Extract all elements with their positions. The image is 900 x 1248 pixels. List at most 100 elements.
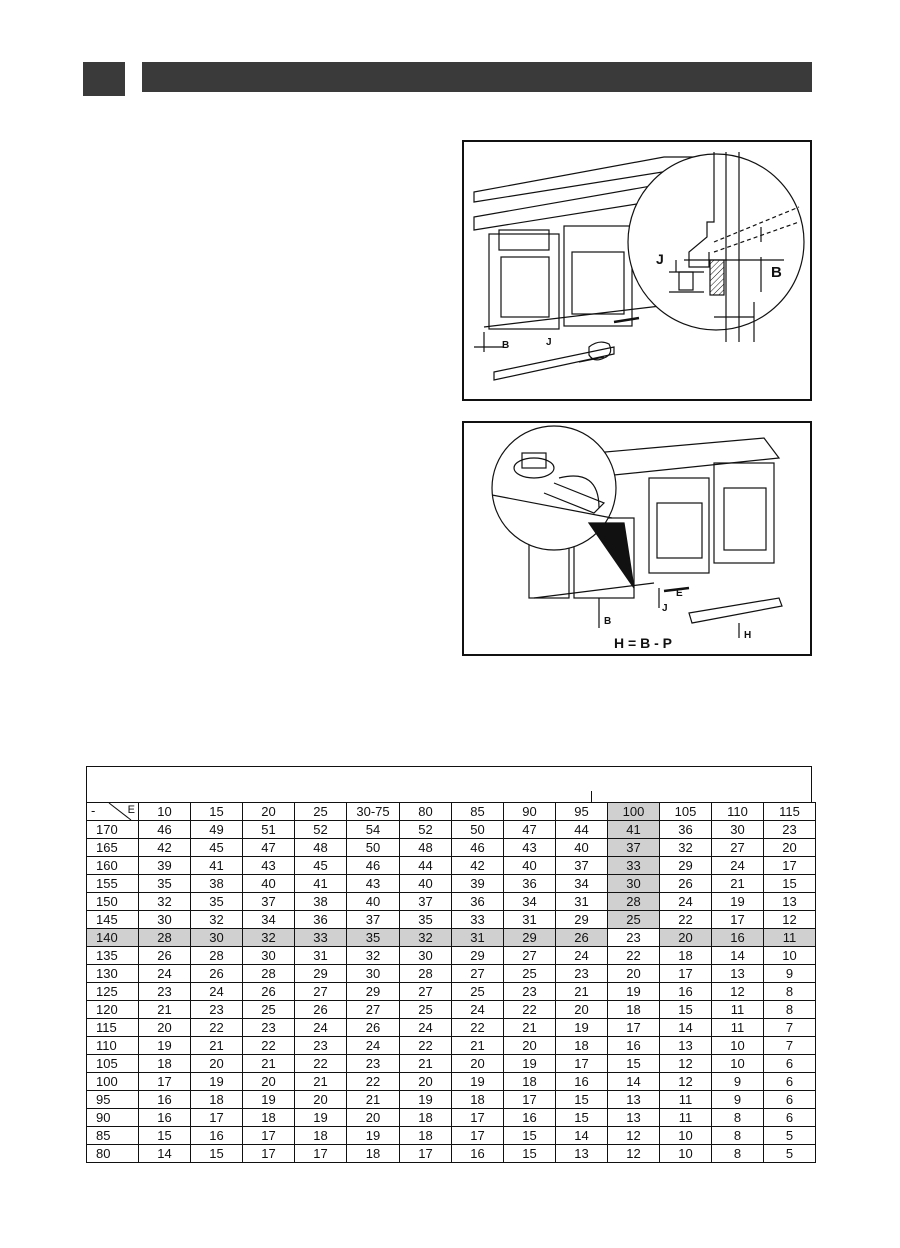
table-cell: 16 (451, 1144, 504, 1163)
table-cell: 40 (555, 838, 608, 857)
table-cell: 41 (294, 874, 347, 893)
table-cell: 22 (659, 910, 712, 929)
table-cell: 31 (294, 946, 347, 965)
table-cell: 13 (555, 1144, 608, 1163)
table-cell: 50 (346, 838, 400, 857)
plinth-cut-illustration: E J B H H = B - P (491, 425, 783, 651)
table-cell: 26 (242, 982, 295, 1001)
table-cell: 39 (138, 856, 191, 875)
table-cell: 14 (138, 1144, 191, 1163)
row-header: 145 (86, 910, 139, 929)
table-cell: 16 (711, 928, 764, 947)
table-cell: 36 (659, 820, 712, 839)
table-cell: 11 (711, 1000, 764, 1019)
table-cell: 27 (346, 1000, 400, 1019)
fig2-formula: H = B - P (614, 635, 672, 651)
table-cell: 32 (346, 946, 400, 965)
table-cell: 29 (294, 964, 347, 983)
table-cell: 6 (763, 1090, 816, 1109)
table-cell: 46 (346, 856, 400, 875)
column-header-11: 110 (711, 802, 764, 821)
corner-dash-label: - (91, 803, 96, 818)
table-cell: 36 (503, 874, 556, 893)
table-cell: 9 (711, 1090, 764, 1109)
table-cell: 20 (346, 1108, 400, 1127)
table-cell: 33 (294, 928, 347, 947)
table-cell: 45 (190, 838, 243, 857)
plinth-height-illustration: J B J B (473, 152, 805, 381)
table-cell: 20 (659, 928, 712, 947)
table-cell: 35 (190, 892, 243, 911)
table-cell: 54 (346, 820, 400, 839)
table-cell: 27 (399, 982, 452, 1001)
fig1-label-j: J (656, 251, 664, 267)
table-cell: 45 (294, 856, 347, 875)
table-cell: 23 (555, 964, 608, 983)
table-cell: 24 (659, 892, 712, 911)
table-cell: 15 (503, 1144, 556, 1163)
table-cell: 12 (607, 1144, 660, 1163)
table-cell: 34 (555, 874, 608, 893)
table-cell: 10 (763, 946, 816, 965)
table-cell: 8 (711, 1108, 764, 1127)
table-cell: 40 (242, 874, 295, 893)
row-header: 140 (86, 928, 139, 947)
table-cell: 26 (190, 964, 243, 983)
row-header: 120 (86, 1000, 139, 1019)
table-cell: 29 (346, 982, 400, 1001)
table-cell: 24 (555, 946, 608, 965)
table-cell: 20 (763, 838, 816, 857)
table-cell: 19 (346, 1126, 400, 1145)
row-header: 110 (86, 1036, 139, 1055)
table-cell: 18 (659, 946, 712, 965)
table-cell: 43 (242, 856, 295, 875)
table-cell: 13 (711, 964, 764, 983)
table-cell: 30 (607, 874, 660, 893)
table-cell: 35 (346, 928, 400, 947)
table-cell: 32 (659, 838, 712, 857)
table-cell: 36 (294, 910, 347, 929)
table-cell: 44 (399, 856, 452, 875)
row-header: 105 (86, 1054, 139, 1073)
table-cell: 31 (555, 892, 608, 911)
table-cell: 21 (190, 1036, 243, 1055)
fig1-label-b-small: B (502, 340, 509, 351)
table-cell: 18 (294, 1126, 347, 1145)
table-cell: 33 (607, 856, 660, 875)
section-number-block (83, 62, 125, 96)
column-header-7: 90 (503, 802, 556, 821)
table-cell: 22 (294, 1054, 347, 1073)
table-cell: 9 (711, 1072, 764, 1091)
column-header-5: 80 (399, 802, 452, 821)
table-cell: 9 (763, 964, 816, 983)
table-cell: 36 (451, 892, 504, 911)
table-cell: 47 (503, 820, 556, 839)
table-cell: 20 (242, 1072, 295, 1091)
table-cell: 29 (555, 910, 608, 929)
table-cell: 32 (138, 892, 191, 911)
table-cell: 38 (294, 892, 347, 911)
table-cell: 13 (659, 1036, 712, 1055)
row-header: 165 (86, 838, 139, 857)
table-cell: 8 (711, 1144, 764, 1163)
table-cell: 19 (607, 982, 660, 1001)
table-cell: 18 (555, 1036, 608, 1055)
table-cell: 19 (399, 1090, 452, 1109)
plinth-height-figure: J B J B (462, 140, 812, 401)
table-cell: 39 (451, 874, 504, 893)
table-cell: 8 (711, 1126, 764, 1145)
fig2-label-e: E (676, 588, 683, 599)
table-cell: 15 (607, 1054, 660, 1073)
row-header: 160 (86, 856, 139, 875)
table-cell: 23 (138, 982, 191, 1001)
table-cell: 40 (399, 874, 452, 893)
table-cell: 48 (294, 838, 347, 857)
